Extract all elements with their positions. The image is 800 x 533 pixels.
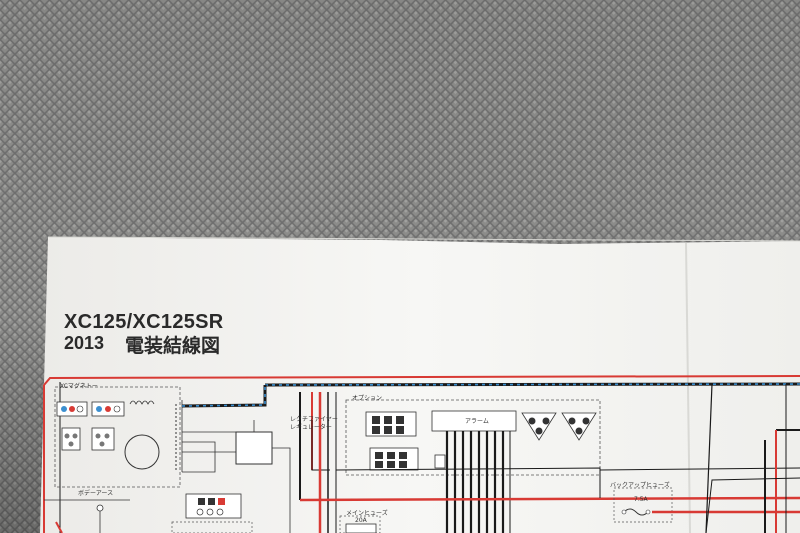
main-fuse-rating: 20A xyxy=(355,517,367,524)
backup-fuse-rating: 7.5A xyxy=(634,496,648,503)
magneto-label: XCマグネトー xyxy=(60,383,98,390)
diagram-model-title: XC125/XC125SR xyxy=(64,311,224,333)
regulator-label: レギュレーター xyxy=(290,424,332,431)
option-label: オプション xyxy=(352,395,383,402)
main-fuse-label: メインヒューズ xyxy=(346,510,388,517)
alarm-label: アラーム xyxy=(465,418,489,425)
diagram-year: 2013 xyxy=(64,333,105,353)
body-earth-label: ボデーアース xyxy=(78,490,114,497)
backup-fuse-label: バックアップヒューズ xyxy=(610,482,670,489)
diagram-caption: 電装結線図 xyxy=(125,335,221,357)
rectifier-label: レクチファイヤー xyxy=(290,416,338,423)
